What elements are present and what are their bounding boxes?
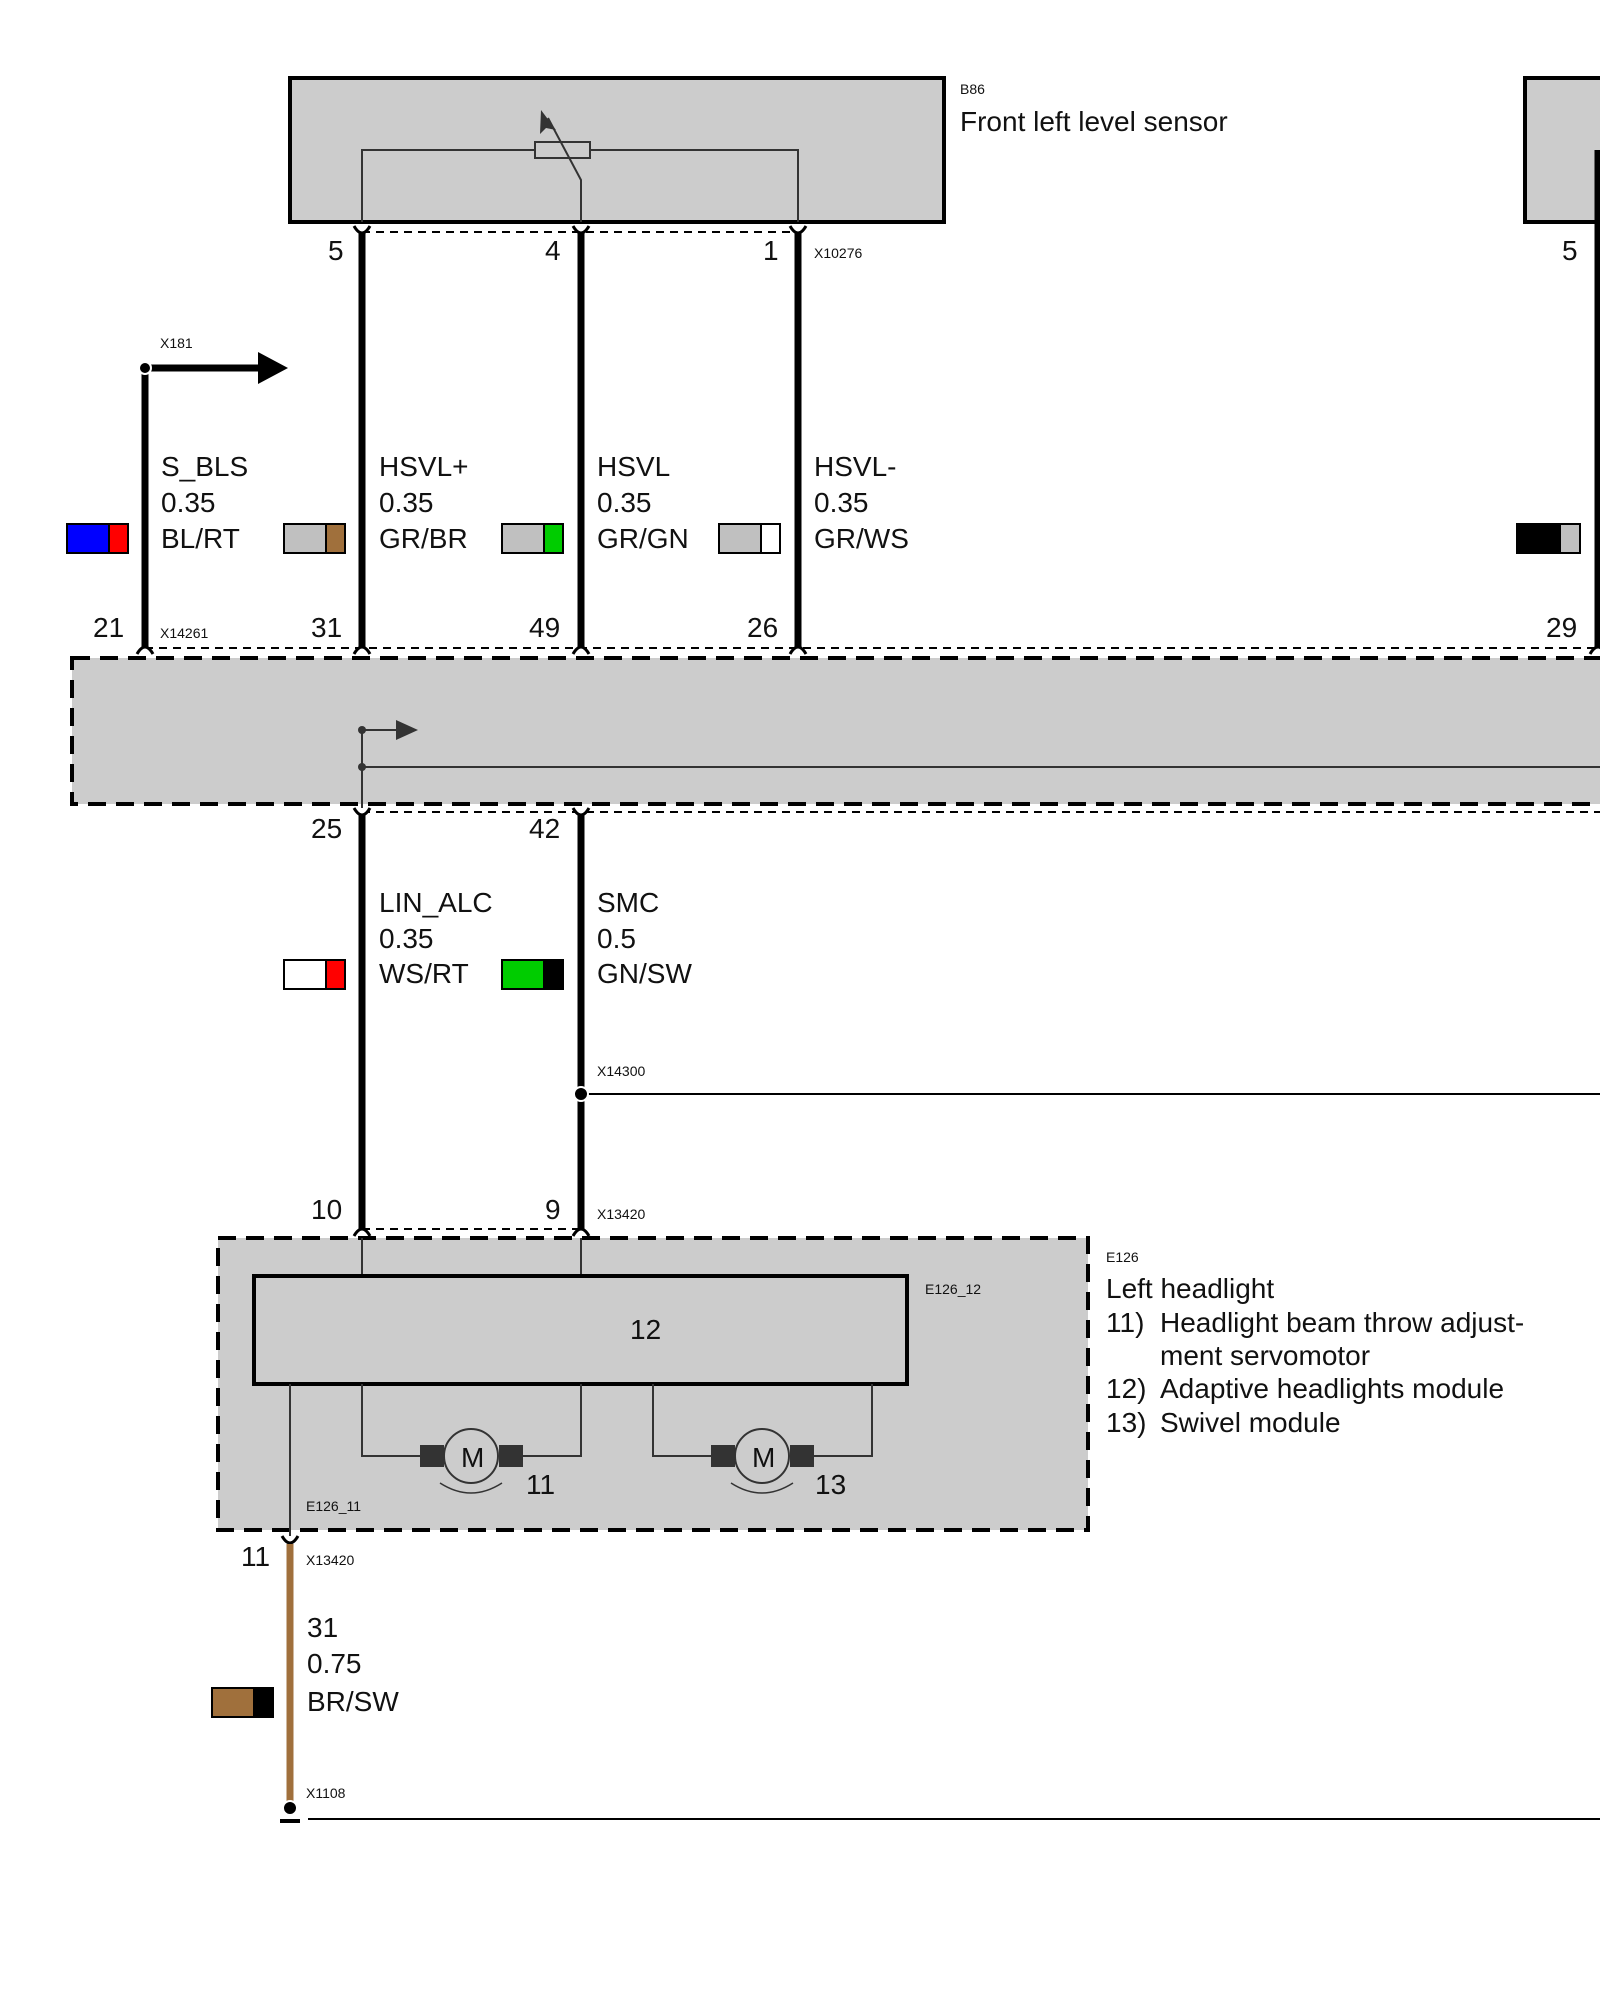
- motor-11-terminal-left: [420, 1445, 444, 1467]
- wire-label-color-3: GR/WS: [814, 523, 909, 554]
- headlight-pin-9: 9: [545, 1194, 561, 1225]
- internal-arrow-icon: [396, 720, 418, 740]
- color-chip-gr-br: [283, 523, 346, 554]
- servo-code: E126_11: [306, 1498, 361, 1514]
- mid-wire-signal-0: LIN_ALC: [379, 887, 493, 918]
- wire-label-color-1: GR/BR: [379, 523, 468, 554]
- headlight-item-13-num: 13): [1106, 1407, 1146, 1438]
- wire-label-gauge-0: 0.35: [161, 487, 216, 518]
- upper-connector-code: X14261: [160, 625, 208, 641]
- headlight-pin-caps: [352, 1227, 591, 1237]
- upper-pin-31: 31: [311, 612, 342, 643]
- headlight-title: Left headlight: [1106, 1273, 1274, 1304]
- upper-pin-caps: [135, 645, 1600, 655]
- motor-13-letter: M: [752, 1442, 775, 1473]
- ground-pin-cap: [280, 1535, 300, 1545]
- ground-pin: 11: [241, 1541, 270, 1572]
- motor-13-icon: [734, 1428, 790, 1484]
- adaptive-module-label: 12: [630, 1314, 661, 1345]
- motor-13-terminal-left: [711, 1445, 735, 1467]
- sensor-connector-code: X10276: [814, 245, 862, 261]
- middle-wires: [358, 812, 585, 1232]
- middle-pin-25: 25: [311, 813, 342, 844]
- potentiometer-arrow-icon: [540, 110, 556, 134]
- headlight-item-12-text: Adaptive headlights module: [1160, 1373, 1504, 1404]
- potentiometer-symbol: [361, 117, 799, 222]
- mid-wire-gauge-0: 0.35: [379, 923, 434, 954]
- ground-point-code: X1108: [306, 1785, 346, 1801]
- motor-13-terminal-right: [790, 1445, 814, 1467]
- sensor-pin-4: 4: [545, 235, 561, 266]
- headlight-item-13-text: Swivel module: [1160, 1407, 1341, 1438]
- wire-label-signal-2: HSVL: [597, 451, 670, 482]
- motor-13-label: 13: [815, 1469, 846, 1500]
- headlight-item-11-line2: ment servomotor: [1160, 1340, 1370, 1371]
- upper-pin-26: 26: [747, 612, 778, 643]
- sensor-pin-caps: [352, 225, 808, 235]
- wire-label-gauge-1: 0.35: [379, 487, 434, 518]
- headlight-item-11-line1: Headlight beam throw adjust-: [1160, 1307, 1524, 1338]
- ground-point-dot: [282, 1800, 298, 1816]
- headlight-pin-10: 10: [311, 1194, 342, 1225]
- sensor-pin-5: 5: [328, 235, 344, 266]
- wire-label-signal-1: HSVL+: [379, 451, 469, 482]
- wire-label-signal-0: S_BLS: [161, 451, 248, 482]
- adaptive-module-code: E126_12: [925, 1281, 981, 1297]
- motor-13-circuit: [652, 1384, 873, 1457]
- motor-11-terminal-right: [499, 1445, 523, 1467]
- upper-pin-21: 21: [93, 612, 124, 643]
- wire-label-color-2: GR/GN: [597, 523, 689, 554]
- splice-code: X14300: [597, 1063, 645, 1079]
- middle-pin-42: 42: [529, 813, 560, 844]
- wire-label-signal-3: HSVL-: [814, 451, 896, 482]
- right-partial-box: [1523, 76, 1600, 224]
- sensor-pin-1: 1: [763, 235, 779, 266]
- control-unit-box: [70, 656, 1600, 806]
- headlight-code: E126: [1106, 1249, 1139, 1265]
- headlight-connector-code: X13420: [597, 1206, 645, 1222]
- right-partial-color-chip: [1516, 523, 1581, 554]
- wire-label-gauge-2: 0.35: [597, 487, 652, 518]
- upper-wires: [141, 230, 802, 650]
- s-bls-junction-dot: [138, 361, 152, 375]
- right-partial-pin: 5: [1562, 235, 1578, 266]
- motor-11-rotation-icon: [439, 1482, 503, 1494]
- internal-junction-dot-1: [358, 726, 366, 734]
- adaptive-module-box: [252, 1274, 909, 1386]
- ground-gauge: 0.75: [307, 1648, 362, 1679]
- headlight-item-12-num: 12): [1106, 1373, 1146, 1404]
- right-partial-lower-pin: 29: [1546, 612, 1577, 643]
- ground-signal: 31: [307, 1612, 338, 1643]
- color-chip-gn-sw: [501, 959, 564, 990]
- wire-label-gauge-3: 0.35: [814, 487, 869, 518]
- motor-11-label: 11: [526, 1469, 555, 1500]
- headlight-item-11-num: 11): [1106, 1307, 1144, 1338]
- color-chip-ws-rt: [283, 959, 346, 990]
- color-chip-bl-rt: [66, 523, 129, 554]
- mid-wire-color-1: GN/SW: [597, 958, 692, 989]
- arrow-connector-code: X181: [160, 335, 193, 351]
- motor-11-icon: [443, 1428, 499, 1484]
- middle-pin-caps: [352, 807, 591, 817]
- mid-wire-color-0: WS/RT: [379, 958, 469, 989]
- mid-wire-gauge-1: 0.5: [597, 923, 636, 954]
- ground-color-code: BR/SW: [307, 1686, 399, 1717]
- internal-junction-dot-2: [358, 763, 366, 771]
- s-bls-arrow-icon: [258, 352, 288, 384]
- color-chip-gr-gn: [501, 523, 564, 554]
- splice-dot: [573, 1086, 589, 1102]
- mid-wire-signal-1: SMC: [597, 887, 659, 918]
- motor-11-letter: M: [461, 1442, 484, 1473]
- motor-11-circuit: [361, 1384, 582, 1457]
- color-chip-br-sw: [211, 1687, 274, 1718]
- wire-label-color-0: BL/RT: [161, 523, 240, 554]
- motor-13-rotation-icon: [730, 1482, 794, 1494]
- ground-connector-code: X13420: [306, 1552, 354, 1568]
- sensor-title: Front left level sensor: [960, 106, 1228, 137]
- sensor-code: B86: [960, 81, 985, 97]
- color-chip-gr-ws: [718, 523, 781, 554]
- upper-pin-49: 49: [529, 612, 560, 643]
